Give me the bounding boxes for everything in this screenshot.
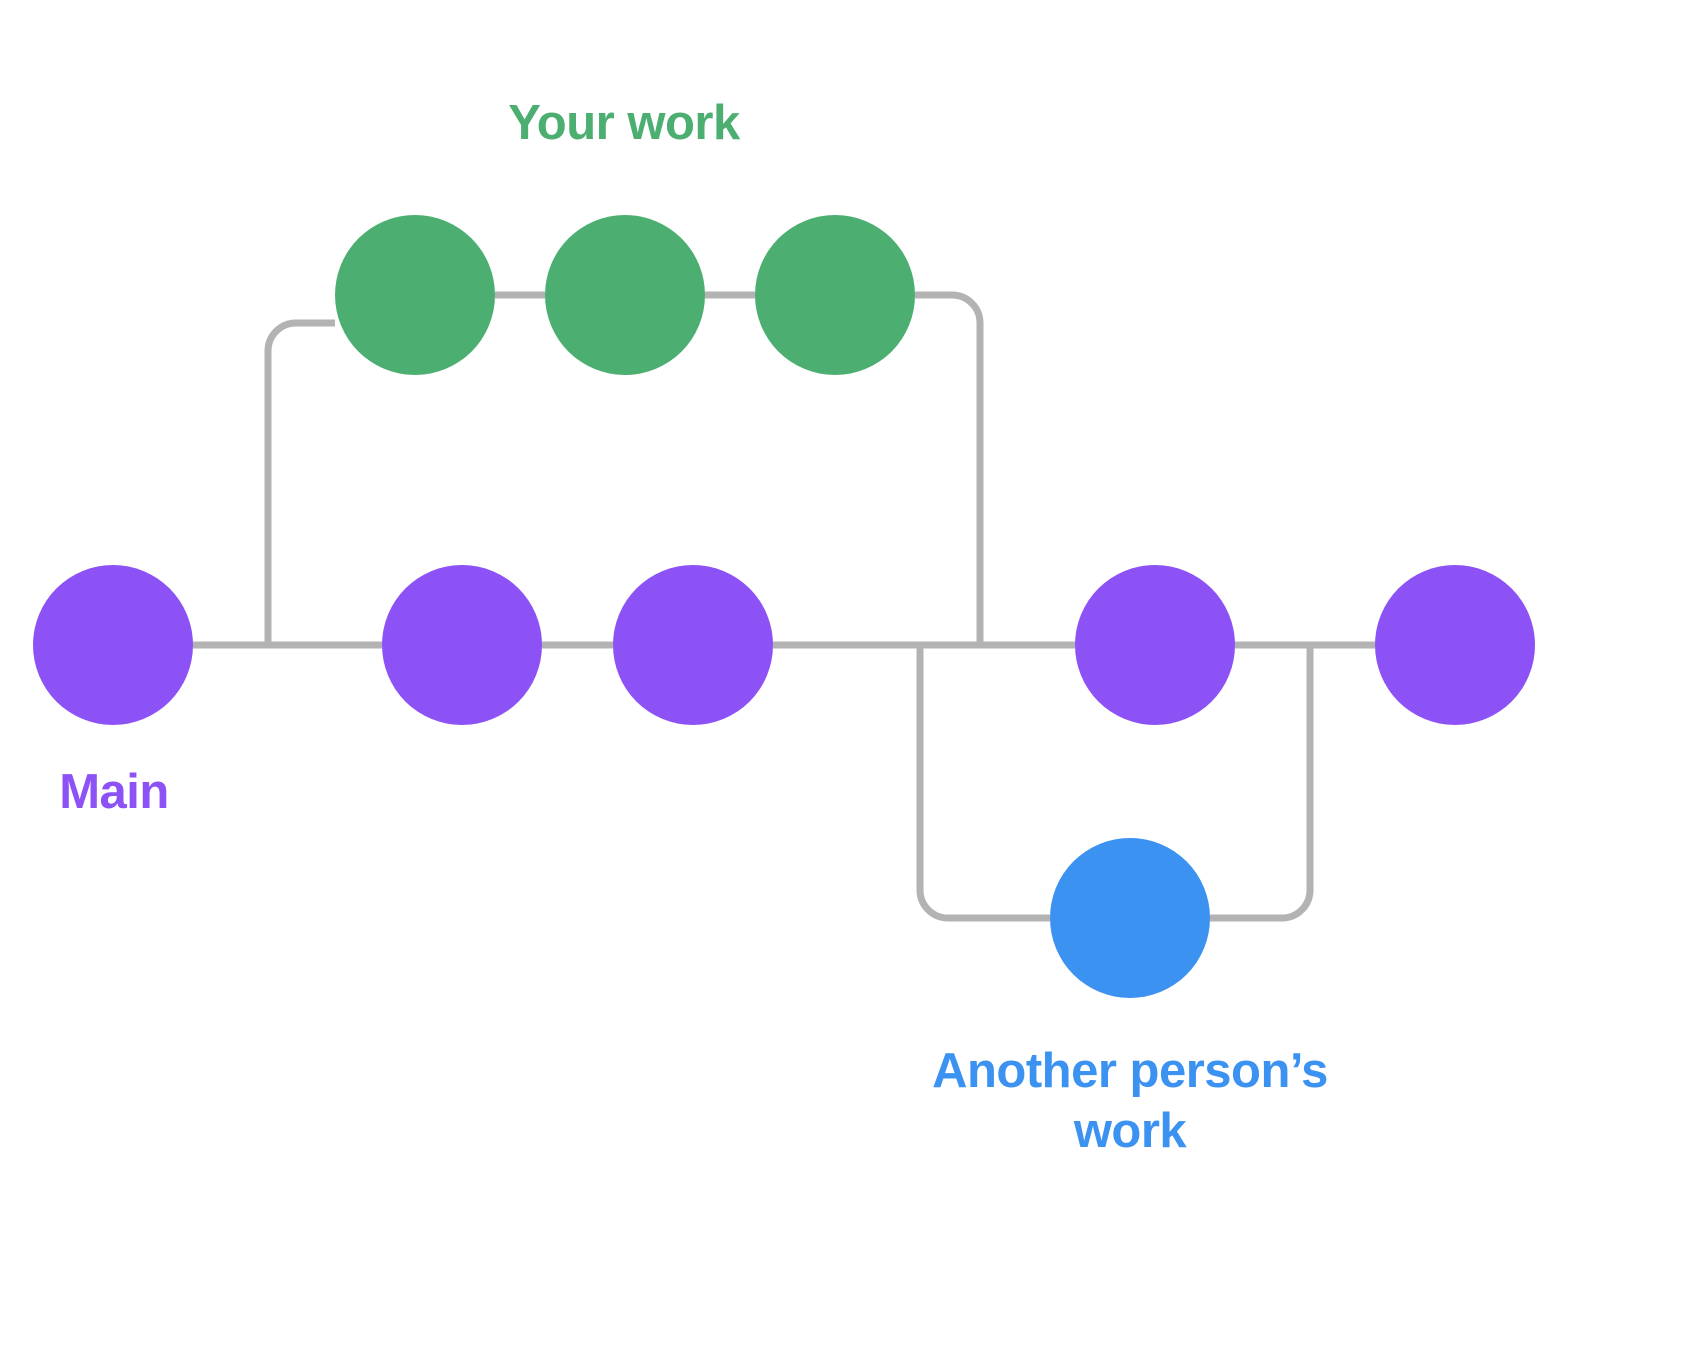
connector-lines — [193, 291, 1375, 922]
commit-node-your-work-y2[interactable] — [545, 215, 705, 375]
connector-merge-your-work-main — [915, 291, 984, 645]
connector-branch-out-another-person — [916, 645, 1050, 922]
branch-label-your-work: Your work — [508, 96, 740, 150]
commit-node-your-work-y3[interactable] — [755, 215, 915, 375]
commit-node-main-m2[interactable] — [382, 565, 542, 725]
commit-node-main-m1[interactable] — [33, 565, 193, 725]
branch-label-another-person-work: Another person’s work — [932, 1044, 1328, 1158]
branch-label-main: Main — [59, 765, 169, 819]
commit-node-main-m4[interactable] — [1075, 565, 1235, 725]
commit-node-your-work-y1[interactable] — [335, 215, 495, 375]
commit-node-another-person-work-a1[interactable] — [1050, 838, 1210, 998]
connector-branch-out-your-work — [264, 319, 335, 645]
commit-node-main-m5[interactable] — [1375, 565, 1535, 725]
commit-node-main-m3[interactable] — [613, 565, 773, 725]
commit-nodes — [33, 215, 1535, 998]
connector-merge-another-person-main — [1210, 645, 1314, 922]
